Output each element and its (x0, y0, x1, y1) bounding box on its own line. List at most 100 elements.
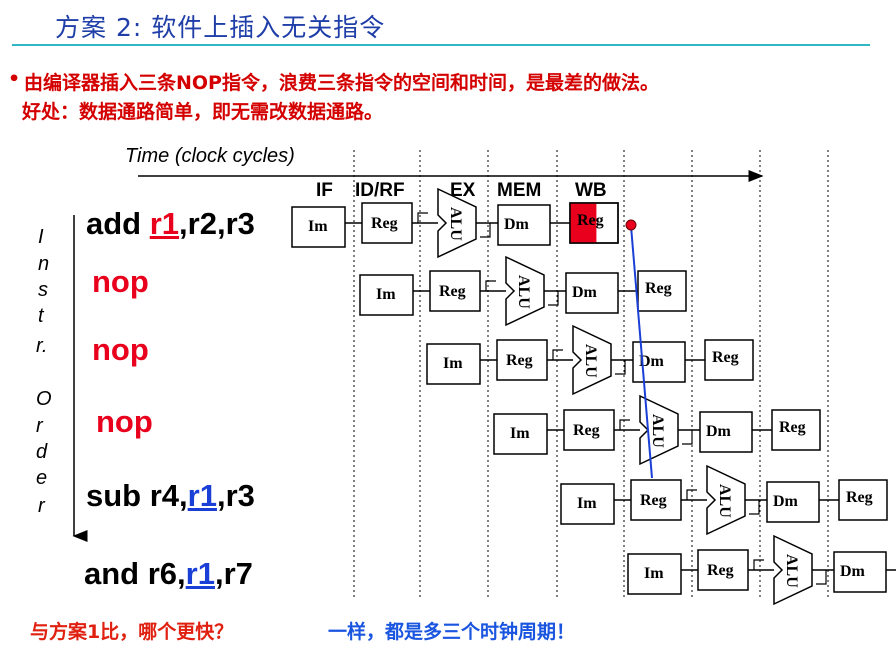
dm-box (833, 551, 887, 593)
bullet-marker: • (8, 68, 21, 90)
reg-write-box (637, 270, 687, 312)
bullet-text-line2: 好处：数据通路简单，即无需改数据通路。 (22, 101, 384, 123)
stage-label-ex: EX (450, 180, 476, 201)
pipe-wire (816, 570, 827, 585)
dm-box (766, 481, 820, 523)
instr-sub-rest: ,r3 (216, 478, 255, 513)
instr-order-letter: e (36, 467, 47, 489)
reg-write-label: Reg (645, 280, 672, 297)
reg-write-label: Reg (712, 349, 739, 366)
reg-read-box (630, 479, 682, 521)
reg-read-box (697, 549, 749, 591)
reg-read-box (429, 270, 481, 312)
pipe-wire (548, 291, 559, 306)
im-label: Im (577, 495, 597, 512)
pipe-wire (686, 489, 697, 500)
reg-read-label: Reg (707, 562, 734, 579)
instr-sub: sub r4,r1,r3 (86, 478, 255, 514)
reg-read-label: Reg (573, 422, 600, 439)
reg-write-box (771, 409, 821, 451)
im-box (493, 413, 548, 455)
dm-box (565, 272, 619, 314)
dm-box (699, 411, 753, 453)
pipe-wire (552, 349, 563, 360)
reg-read-label: Reg (439, 283, 466, 300)
im-label: Im (308, 218, 328, 235)
instr-order-letter: r. (36, 335, 47, 357)
title-divider (12, 44, 870, 46)
dm-label: Dm (572, 284, 598, 301)
im-box (426, 343, 481, 385)
answer-text: 一样，都是多三个时钟周期！ (328, 621, 576, 643)
pipeline-row: Im Reg ALU Dm Reg (493, 394, 821, 466)
reg-write-label: Reg (779, 419, 806, 436)
alu-shape (706, 464, 746, 536)
instr-order-letter: s (38, 279, 48, 301)
reg-read-label: Reg (640, 492, 667, 509)
instr-and-src-reg: r1 (185, 556, 215, 591)
instr-nop-2: nop (92, 332, 149, 367)
im-box (627, 553, 682, 595)
instr-add-rest: ,r2,r3 (179, 206, 255, 241)
pipe-wire (749, 500, 760, 515)
instr-sub-op: sub r4, (86, 478, 188, 513)
im-label: Im (376, 286, 396, 303)
stage-label-mem: MEM (497, 180, 541, 201)
instr-order-letter: r (36, 415, 44, 437)
dm-label: Dm (639, 353, 665, 370)
reg-read-label: Reg (371, 215, 398, 232)
alu-shape (437, 187, 477, 259)
instr-add-op: add (86, 206, 150, 241)
instr-and-rest: ,r7 (214, 556, 253, 591)
dependency-dot (625, 219, 637, 231)
pipeline-row: Im Reg ALU Dm Reg (291, 187, 619, 259)
reg-write-outline (569, 202, 619, 244)
instr-order-letter: r (38, 495, 46, 517)
reg-write-label: Reg (577, 212, 604, 229)
pipeline-row: Im Reg ALU Dm Reg (359, 255, 687, 327)
instr-order-letter: d (36, 441, 48, 463)
time-axis-label: Time (clock cycles) (125, 145, 295, 167)
im-box (560, 483, 615, 525)
dm-box (497, 204, 551, 246)
reg-read-box (563, 409, 615, 451)
alu-label: ALU (649, 414, 666, 448)
pipe-wire (480, 223, 491, 238)
alu-label: ALU (447, 207, 464, 241)
instr-add-dest-reg: r1 (149, 206, 180, 241)
instr-and-op: and r6, (84, 556, 186, 591)
im-label: Im (510, 425, 530, 442)
instr-order-letter: O (36, 388, 52, 410)
instr-sub-src-reg: r1 (187, 478, 217, 513)
pipe-wire (615, 360, 626, 375)
alu-label: ALU (515, 275, 532, 309)
dm-label: Dm (840, 563, 866, 580)
reg-write-label: Reg (846, 489, 873, 506)
alu-shape (773, 534, 813, 606)
im-label: Im (443, 355, 463, 372)
page-title: 方案 2: 软件上插入无关指令 (55, 13, 386, 42)
dm-label: Dm (706, 423, 732, 440)
instr-and: and r6,r1,r7 (84, 556, 253, 592)
im-label: Im (644, 565, 664, 582)
reg-write-box (704, 339, 754, 381)
instr-order-letter: t (38, 305, 45, 327)
dm-label: Dm (504, 216, 530, 233)
stage-label-wb: WB (575, 180, 607, 201)
reg-read-label: Reg (506, 352, 533, 369)
instr-nop-1: nop (92, 264, 149, 299)
stage-label-idrf: ID/RF (355, 180, 405, 201)
instr-add: add r1,r2,r3 (86, 206, 255, 242)
stage-label-if: IF (316, 180, 333, 201)
alu-shape (505, 255, 545, 327)
question-text: 与方案1比，哪个更快？ (30, 621, 234, 643)
instr-order-letter: n (38, 253, 49, 275)
reg-read-box (361, 202, 413, 244)
pipe-wire (485, 280, 496, 291)
pipe-wire (619, 419, 630, 430)
